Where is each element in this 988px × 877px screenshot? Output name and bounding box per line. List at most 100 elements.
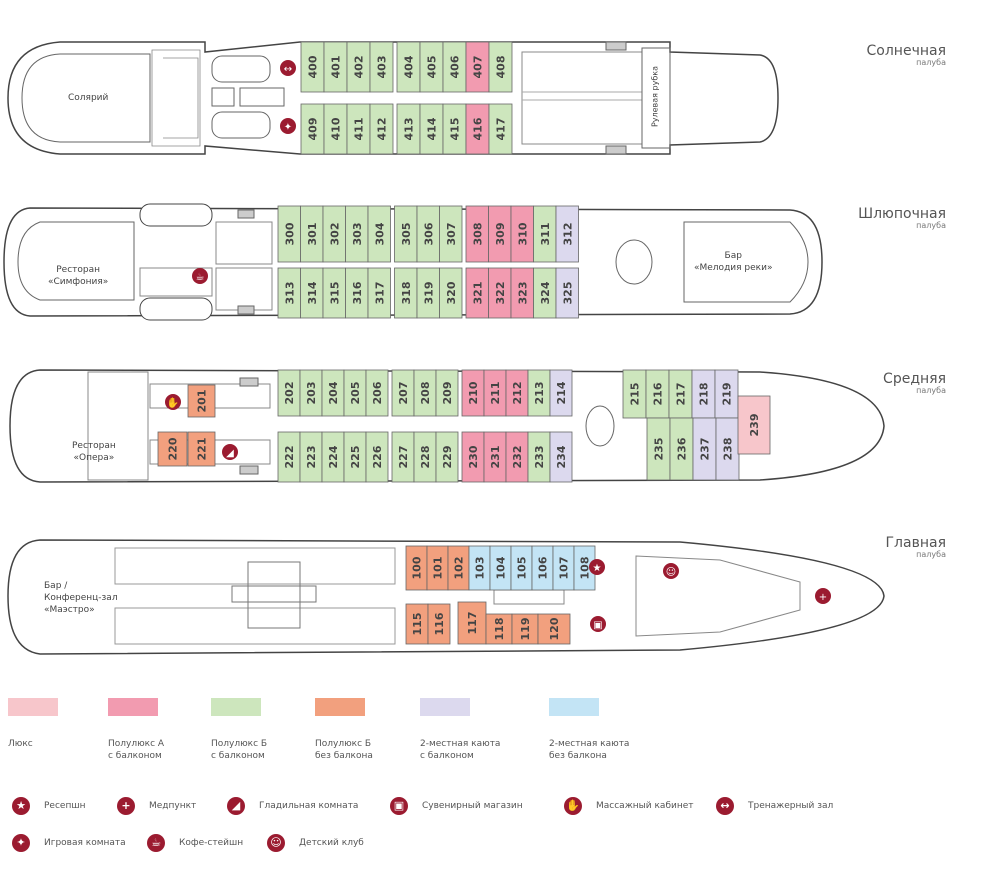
cabin-108[interactable]: 108 <box>573 545 596 591</box>
cabin-314[interactable]: 314 <box>300 267 324 319</box>
cabin-107[interactable]: 107 <box>552 545 575 591</box>
cabin-401[interactable]: 401 <box>323 41 348 93</box>
cabin-313[interactable]: 313 <box>277 267 301 319</box>
cabin-408[interactable]: 408 <box>488 41 513 93</box>
cabin-102[interactable]: 102 <box>447 545 470 591</box>
cabin-300[interactable]: 300 <box>277 205 301 263</box>
cabin-400[interactable]: 400 <box>300 41 325 93</box>
cabin-306[interactable]: 306 <box>416 205 440 263</box>
cabin-302[interactable]: 302 <box>322 205 346 263</box>
cabin-234[interactable]: 234 <box>549 431 573 483</box>
cabin-202[interactable]: 202 <box>277 369 301 417</box>
cabin-402[interactable]: 402 <box>346 41 371 93</box>
cabin-415[interactable]: 415 <box>442 103 467 155</box>
cabin-307[interactable]: 307 <box>439 205 463 263</box>
cabin-104[interactable]: 104 <box>489 545 512 591</box>
cabin-221[interactable]: 221 <box>187 431 216 467</box>
cabin-315[interactable]: 315 <box>322 267 346 319</box>
cabin-411[interactable]: 411 <box>346 103 371 155</box>
cabin-213[interactable]: 213 <box>527 369 551 417</box>
cabin-228[interactable]: 228 <box>413 431 437 483</box>
cabin-211[interactable]: 211 <box>483 369 507 417</box>
cabin-101[interactable]: 101 <box>426 545 449 591</box>
cabin-312[interactable]: 312 <box>555 205 579 263</box>
cabin-310[interactable]: 310 <box>510 205 534 263</box>
cabin-201[interactable]: 201 <box>187 384 216 418</box>
cabin-232[interactable]: 232 <box>505 431 529 483</box>
cabin-212[interactable]: 212 <box>505 369 529 417</box>
cabin-404[interactable]: 404 <box>396 41 421 93</box>
cabin-303[interactable]: 303 <box>345 205 369 263</box>
cabin-210[interactable]: 210 <box>461 369 485 417</box>
cabin-117[interactable]: 117 <box>457 601 487 645</box>
cabin-305[interactable]: 305 <box>394 205 418 263</box>
cabin-206[interactable]: 206 <box>365 369 389 417</box>
cabin-407[interactable]: 407 <box>465 41 490 93</box>
cabin-229[interactable]: 229 <box>435 431 459 483</box>
cabin-214[interactable]: 214 <box>549 369 573 417</box>
cabin-238[interactable]: 238 <box>715 417 740 481</box>
cabin-217[interactable]: 217 <box>668 369 693 419</box>
cabin-207[interactable]: 207 <box>391 369 415 417</box>
cabin-216[interactable]: 216 <box>645 369 670 419</box>
cabin-231[interactable]: 231 <box>483 431 507 483</box>
cabin-233[interactable]: 233 <box>527 431 551 483</box>
cabin-120[interactable]: 120 <box>537 613 571 645</box>
cabin-414[interactable]: 414 <box>419 103 444 155</box>
cabin-403[interactable]: 403 <box>369 41 394 93</box>
cabin-103[interactable]: 103 <box>468 545 491 591</box>
cabin-319[interactable]: 319 <box>416 267 440 319</box>
cabin-226[interactable]: 226 <box>365 431 389 483</box>
cabin-316[interactable]: 316 <box>345 267 369 319</box>
cabin-320[interactable]: 320 <box>439 267 463 319</box>
cabin-237[interactable]: 237 <box>692 417 717 481</box>
cabin-218[interactable]: 218 <box>691 369 716 419</box>
cabin-325[interactable]: 325 <box>555 267 579 319</box>
cabin-322[interactable]: 322 <box>488 267 512 319</box>
legend-swatch <box>108 698 158 716</box>
cabin-227[interactable]: 227 <box>391 431 415 483</box>
cabin-230[interactable]: 230 <box>461 431 485 483</box>
cabin-417[interactable]: 417 <box>488 103 513 155</box>
cabin-318[interactable]: 318 <box>394 267 418 319</box>
cabin-410[interactable]: 410 <box>323 103 348 155</box>
cabin-223[interactable]: 223 <box>299 431 323 483</box>
cabin-321[interactable]: 321 <box>465 267 489 319</box>
cabin-309[interactable]: 309 <box>488 205 512 263</box>
cabin-317[interactable]: 317 <box>367 267 391 319</box>
cabin-301[interactable]: 301 <box>300 205 324 263</box>
cabin-number: 226 <box>371 445 384 468</box>
cabin-119[interactable]: 119 <box>511 613 539 645</box>
cabin-225[interactable]: 225 <box>343 431 367 483</box>
cabin-311[interactable]: 311 <box>533 205 557 263</box>
cabin-203[interactable]: 203 <box>299 369 323 417</box>
cabin-115[interactable]: 115 <box>405 603 429 645</box>
cabin-116[interactable]: 116 <box>427 603 451 645</box>
cabin-323[interactable]: 323 <box>510 267 534 319</box>
cabin-219[interactable]: 219 <box>714 369 739 419</box>
cabin-205[interactable]: 205 <box>343 369 367 417</box>
cabin-324[interactable]: 324 <box>533 267 557 319</box>
cabin-405[interactable]: 405 <box>419 41 444 93</box>
cabin-215[interactable]: 215 <box>622 369 647 419</box>
cabin-416[interactable]: 416 <box>465 103 490 155</box>
cabin-409[interactable]: 409 <box>300 103 325 155</box>
cabin-222[interactable]: 222 <box>277 431 301 483</box>
cabin-106[interactable]: 106 <box>531 545 554 591</box>
cabin-208[interactable]: 208 <box>413 369 437 417</box>
cabin-204[interactable]: 204 <box>321 369 345 417</box>
cabin-220[interactable]: 220 <box>157 431 188 467</box>
cabin-304[interactable]: 304 <box>367 205 391 263</box>
cabin-406[interactable]: 406 <box>442 41 467 93</box>
cabin-413[interactable]: 413 <box>396 103 421 155</box>
cabin-235[interactable]: 235 <box>646 417 671 481</box>
cabin-236[interactable]: 236 <box>669 417 694 481</box>
cabin-105[interactable]: 105 <box>510 545 533 591</box>
cabin-118[interactable]: 118 <box>485 613 513 645</box>
cabin-239[interactable]: 239 <box>737 395 771 455</box>
cabin-209[interactable]: 209 <box>435 369 459 417</box>
cabin-412[interactable]: 412 <box>369 103 394 155</box>
cabin-224[interactable]: 224 <box>321 431 345 483</box>
cabin-308[interactable]: 308 <box>465 205 489 263</box>
cabin-100[interactable]: 100 <box>405 545 428 591</box>
